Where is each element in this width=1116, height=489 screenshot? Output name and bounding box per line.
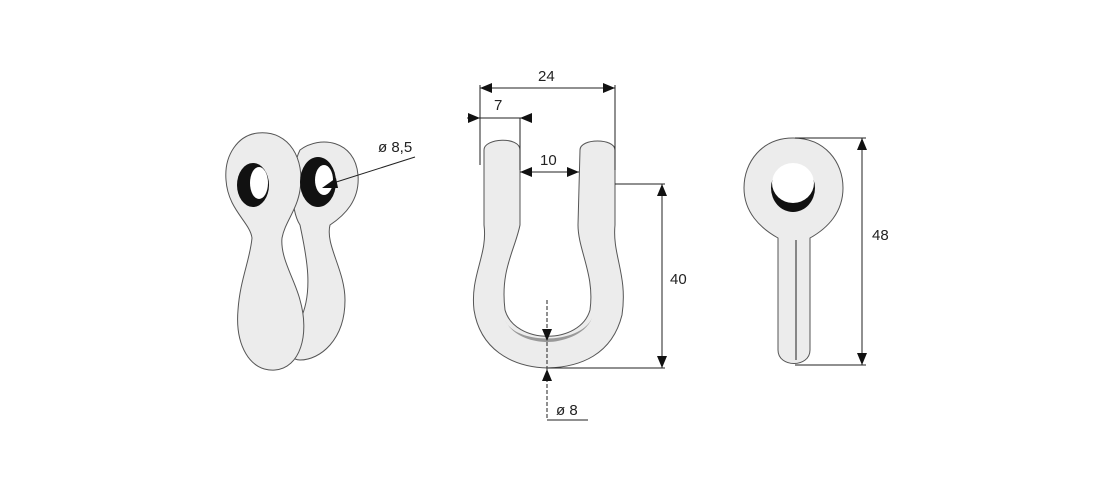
shackle-side-view: 48 [743,137,889,366]
inner-width-label: 10 [540,152,557,169]
height-label: 40 [670,271,687,288]
leg-width-label: 7 [494,97,502,114]
wire-diameter-label: ø 8 [556,402,578,419]
shackle-perspective-view: ø 8,5 [225,132,416,371]
total-width-label: 24 [538,68,555,85]
eye-length-label: 48 [872,227,889,244]
hole-diameter-label: ø 8,5 [378,139,412,156]
shackle-front-view: 24 7 10 40 ø 8 [467,68,687,421]
